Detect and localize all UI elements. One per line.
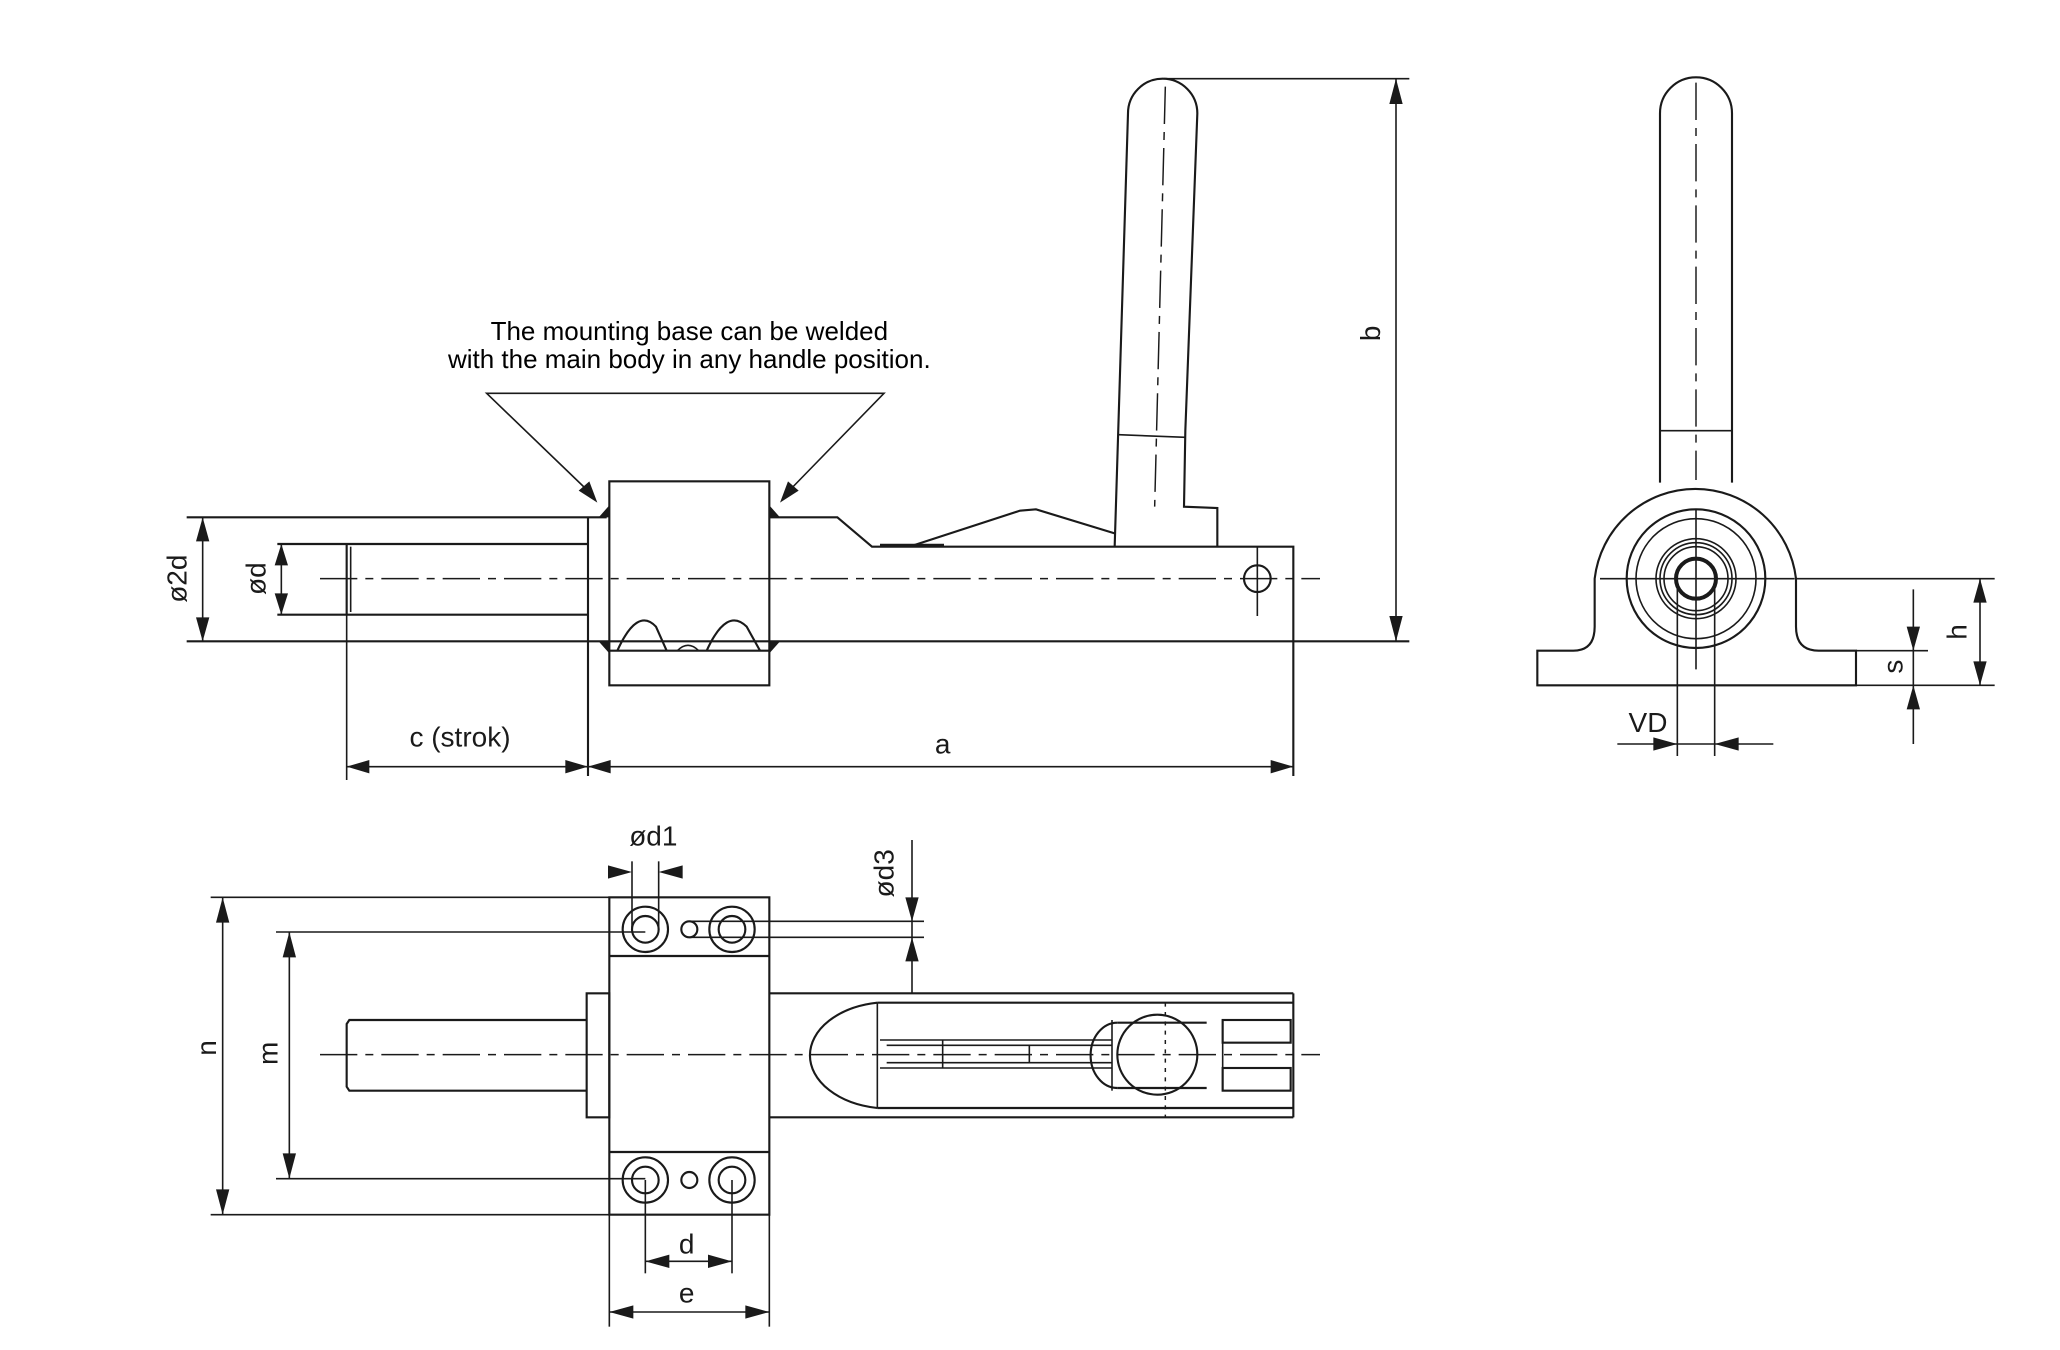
leader-arrow-right xyxy=(780,481,799,503)
handle-front xyxy=(1658,76,1734,483)
dim-label-e: e xyxy=(679,1278,695,1309)
handle-side xyxy=(1113,77,1219,547)
dim-label-h: h xyxy=(1942,624,1973,640)
dim-label-vd: VD xyxy=(1629,707,1668,738)
dim-label-s: s xyxy=(1878,660,1909,674)
weld-annotation: The mounting base can be welded with the… xyxy=(447,316,931,503)
annotation-leader xyxy=(484,392,886,497)
dim-label-dia-d3: ød3 xyxy=(868,849,899,897)
front-view: VD s h xyxy=(1536,76,1995,756)
dim-label-b: b xyxy=(1355,326,1386,342)
annotation-line-2: with the main body in any handle positio… xyxy=(447,344,931,374)
annotation-line-1: The mounting base can be welded xyxy=(491,316,888,346)
dim-label-dia-d: ød xyxy=(240,562,271,595)
dim-label-dia-2d: ø2d xyxy=(162,555,193,603)
dim-label-m: m xyxy=(252,1042,283,1065)
dim-label-stroke: c (strok) xyxy=(409,722,510,753)
front-housing xyxy=(1536,487,1858,687)
dim-label-d: d xyxy=(679,1228,695,1259)
side-view: ø2d ød c (strok) a b xyxy=(162,77,1410,780)
dim-label-n: n xyxy=(191,1040,222,1056)
leader-arrow-left xyxy=(578,481,598,503)
mounting-base xyxy=(608,480,771,687)
dim-label-dia-d1: ød1 xyxy=(629,820,677,851)
dim-label-a: a xyxy=(935,728,951,759)
top-view: ød1 ød3 n m d e xyxy=(191,820,1320,1327)
mounting-base-top xyxy=(608,896,771,1216)
